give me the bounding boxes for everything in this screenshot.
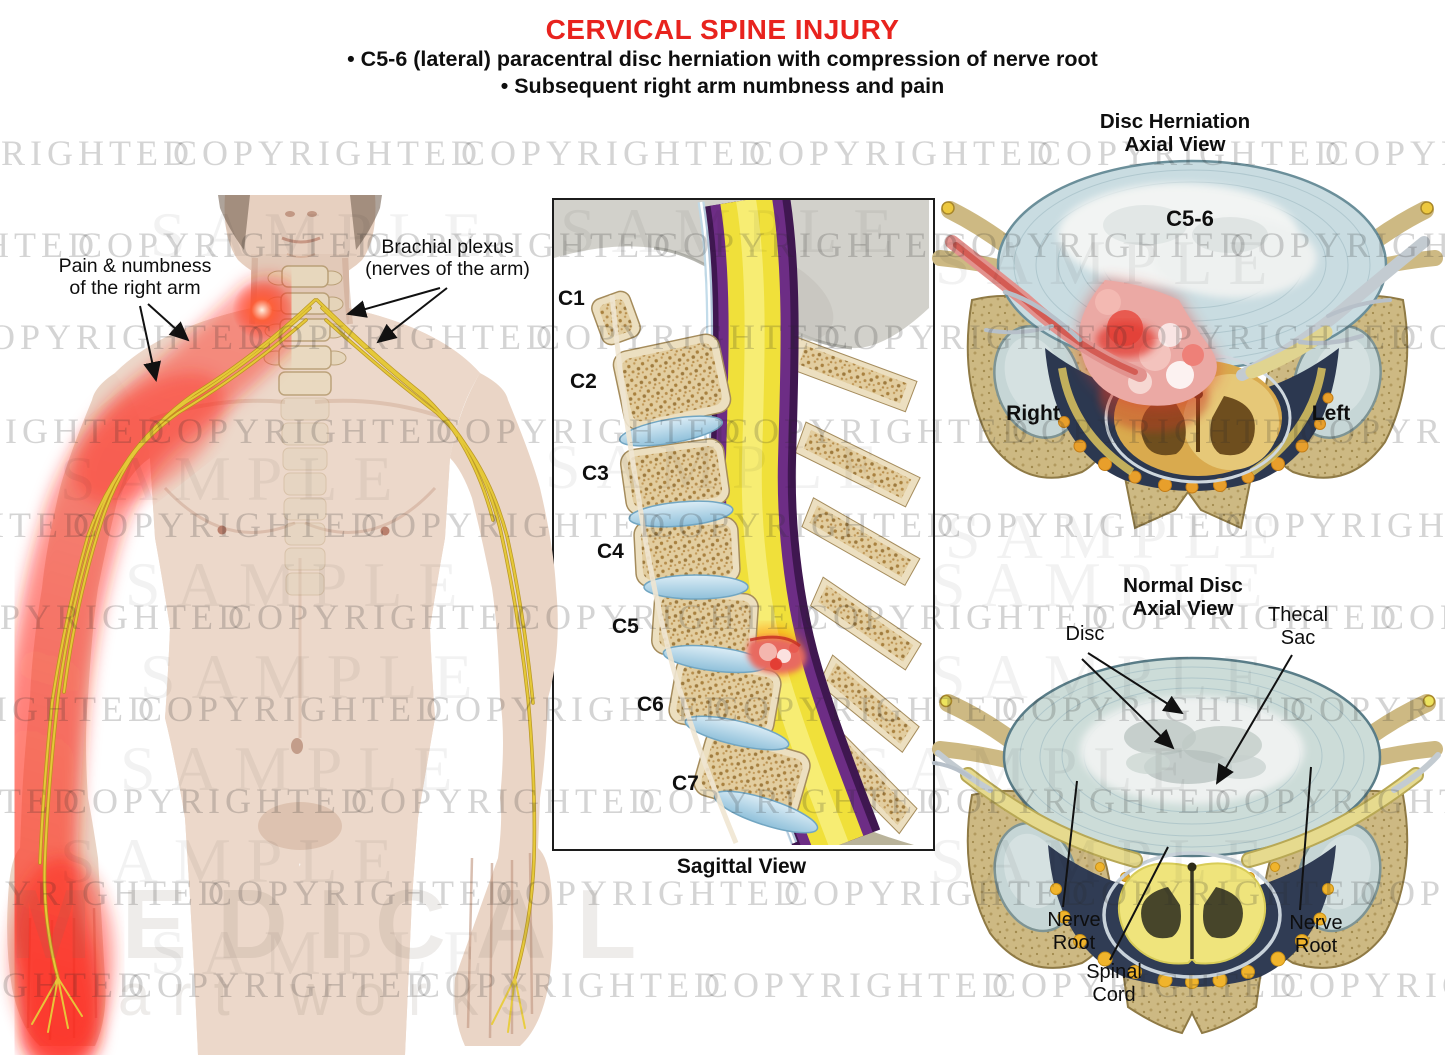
side-label-right: Right bbox=[1006, 402, 1060, 425]
nerve-root-right-label: Nerve Root bbox=[1289, 912, 1343, 957]
spine-overlay bbox=[263, 265, 347, 596]
nerve-roots bbox=[945, 235, 1430, 382]
sagittal-spine-illustration bbox=[554, 200, 929, 845]
left-arm bbox=[450, 373, 558, 1046]
axial-herniation-illustration bbox=[932, 159, 1443, 530]
human-figure-illustration bbox=[0, 195, 558, 1055]
side-label-left: Left bbox=[1311, 402, 1351, 425]
normal-axial-title: Normal Disc Axial View bbox=[1123, 574, 1243, 621]
brachial-plexus-nerves bbox=[31, 298, 537, 1033]
herniation-axial-title: Disc Herniation Axial View bbox=[1099, 110, 1251, 157]
finding-bullet-1: • C5-6 (lateral) paracentral disc hernia… bbox=[347, 47, 1098, 71]
spinal-cord-normal bbox=[1102, 851, 1282, 979]
vertebra-label-c1: C1 bbox=[558, 287, 585, 310]
epidural-fat-normal bbox=[1050, 862, 1334, 989]
axial-herniation-mass bbox=[1077, 278, 1220, 409]
figure-leader-lines bbox=[139, 287, 448, 382]
normal-axial-leader-lines bbox=[1062, 652, 1312, 961]
vertebra-label-c4: C4 bbox=[597, 540, 624, 563]
nerve-root-left-label: Nerve Root bbox=[1047, 909, 1101, 954]
sagittal-view-caption: Sagittal View bbox=[676, 855, 807, 878]
axial-normal-illustration bbox=[932, 652, 1443, 1035]
spinal-cord-compressed bbox=[1099, 352, 1292, 484]
disc-label: Disc bbox=[1065, 623, 1105, 645]
brachial-plexus-label: Brachial plexus (nerves of the arm) bbox=[365, 236, 530, 281]
nerve-roots-normal bbox=[932, 750, 1441, 868]
spinous-processes bbox=[789, 337, 922, 845]
finding-bullet-2: • Subsequent right arm numbness and pain bbox=[500, 74, 945, 98]
nucleus bbox=[1058, 183, 1317, 298]
thecal-sac-label: Thecal Sac bbox=[1267, 604, 1329, 649]
spinal-cord-label: Spinal Cord bbox=[1086, 961, 1142, 1006]
vertebra-label-c5: C5 bbox=[612, 615, 639, 638]
vertebra-label-c2: C2 bbox=[570, 370, 597, 393]
herniation-level-label: C5-6 bbox=[1166, 206, 1214, 231]
pain-numbness-label: Pain & numbness of the right arm bbox=[58, 255, 212, 300]
vertebra-label-c7: C7 bbox=[672, 772, 699, 795]
vertebra-label-c6: C6 bbox=[637, 693, 664, 716]
nucleus-normal bbox=[1080, 696, 1304, 804]
sagittal-herniation bbox=[747, 635, 806, 674]
vertebra-label-c3: C3 bbox=[582, 462, 609, 485]
page-title: CERVICAL SPINE INJURY bbox=[545, 14, 900, 45]
